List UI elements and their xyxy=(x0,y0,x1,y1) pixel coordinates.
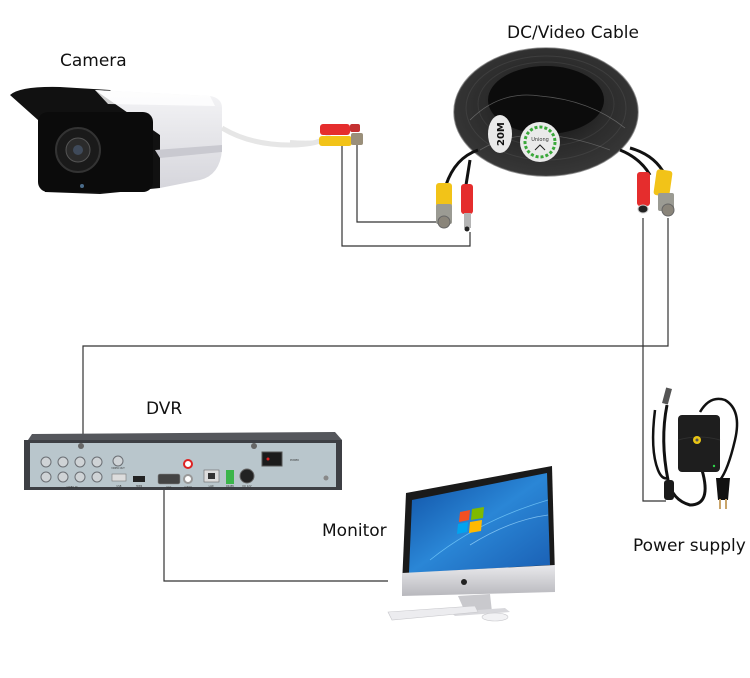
camera-label: Camera xyxy=(60,51,127,71)
dvr-port-label: USB xyxy=(117,485,122,488)
dvr-port-label: VGA xyxy=(166,486,171,489)
line-dvr-vga-to-monitor xyxy=(163,486,388,582)
windows-logo-icon xyxy=(457,507,484,534)
dvr-port-label: LAN xyxy=(209,485,214,488)
dvr-port-label: DC 12V xyxy=(243,485,252,488)
line-camera-bnc-to-cable xyxy=(356,140,442,223)
line-cable-dc-to-power xyxy=(642,218,666,502)
monitor-illustration xyxy=(387,466,555,622)
dvr-label: DVR xyxy=(146,399,182,419)
dvr-video-in-ports xyxy=(40,455,124,483)
cable-coil-illustration: 20M Uniong xyxy=(436,47,675,232)
dvr-port-label: RS485 xyxy=(226,485,234,488)
dvr-port-label: VIDEO OUT xyxy=(111,467,125,470)
line-cable-bnc-to-dvr xyxy=(82,218,669,452)
line-camera-dc-to-cable xyxy=(341,137,471,247)
monitor-label: Monitor xyxy=(322,521,387,541)
dvr-port-label: POWER xyxy=(290,459,299,462)
cable-label: DC/Video Cable xyxy=(507,23,639,43)
camera-illustration xyxy=(10,86,363,194)
dvr-port-label: VIDEO IN xyxy=(67,486,78,489)
dvr-illustration xyxy=(24,432,342,490)
dvr-port-label: HDMI xyxy=(136,485,143,488)
cable-brand-tag: Uniong xyxy=(531,137,549,143)
dvr-port-label: AUDIO xyxy=(184,486,192,489)
cable-length-tag: 20M xyxy=(496,122,507,146)
power-supply-illustration xyxy=(651,387,739,509)
connection-lines xyxy=(82,137,669,582)
power-supply-label: Power supply xyxy=(633,536,746,556)
